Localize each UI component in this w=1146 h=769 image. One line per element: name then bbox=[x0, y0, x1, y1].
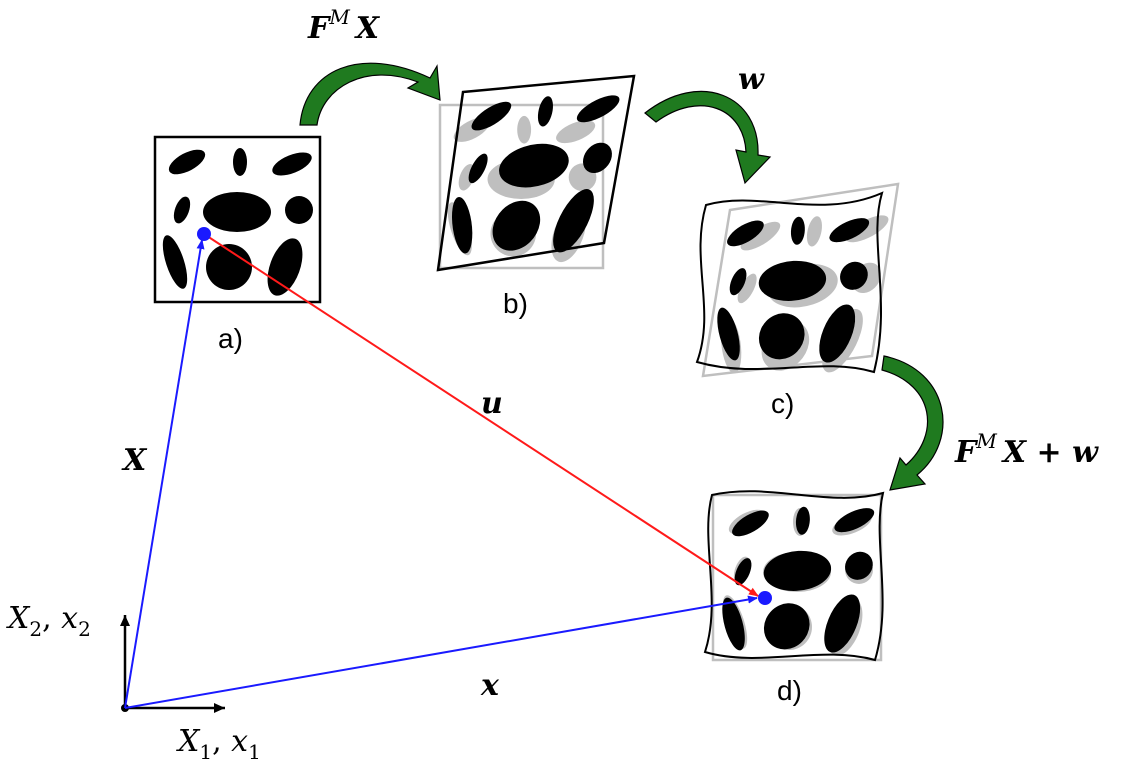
vector-x-label: x bbox=[480, 668, 500, 703]
vector-u-label: u bbox=[481, 386, 503, 421]
panel-a-label: a) bbox=[218, 323, 243, 354]
panel-c-label: c) bbox=[771, 388, 794, 419]
panel-d-deformed-cell bbox=[703, 490, 885, 664]
vector-X-label: X bbox=[121, 443, 148, 478]
panel-c-fluctuated-cell bbox=[695, 182, 900, 389]
panel-b-label: b) bbox=[503, 288, 528, 319]
panel-d-label: d) bbox=[777, 675, 802, 706]
vector-u-arrow bbox=[203, 233, 759, 597]
vector-x-arrow bbox=[124, 595, 758, 709]
material-point-current bbox=[758, 591, 772, 605]
transform-arrow-cd bbox=[881, 355, 944, 491]
material-point-reference bbox=[197, 227, 211, 241]
transform-label-bc: w bbox=[738, 62, 765, 97]
axis-horizontal-label: X1, x1 bbox=[176, 724, 261, 764]
transform-arrow-bc bbox=[644, 90, 772, 185]
panel-b-affine-cell bbox=[436, 74, 636, 272]
panel-a-reference-cell bbox=[153, 135, 322, 304]
axis-vertical-label: X2, x2 bbox=[6, 601, 91, 641]
transform-arrow-ab bbox=[299, 62, 441, 126]
vector-X-arrow bbox=[124, 239, 205, 709]
